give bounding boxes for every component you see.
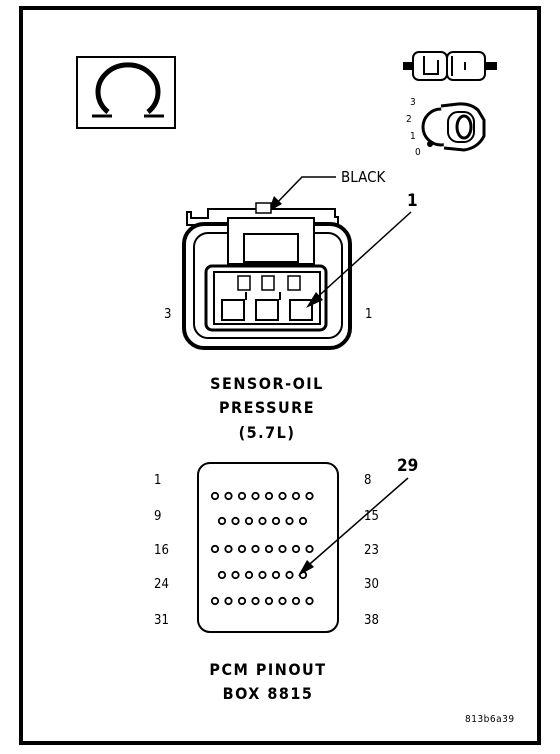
pcm-pin-15 xyxy=(298,516,308,526)
pcm-pin-3 xyxy=(237,491,247,501)
pcm-title: PCM PINOUT BOX 8815 xyxy=(209,660,326,703)
pcm-pin-rows xyxy=(210,491,314,606)
pcm-pin-8 xyxy=(305,491,314,501)
pcm-row-right-label: 23 xyxy=(364,543,379,558)
sensor-title: SENSOR-OIL PRESSURE (5.7L) xyxy=(210,374,324,442)
pcm-row-left-label: 16 xyxy=(154,543,169,558)
key-position-3: 3 xyxy=(410,97,416,108)
pcm-pin-20 xyxy=(264,544,274,554)
pcm-pin-2 xyxy=(224,491,233,501)
ignition-key-icon: 3 2 1 0 xyxy=(406,97,486,158)
pcm-title-line-1: PCM PINOUT xyxy=(209,660,326,679)
pcm-pin-22 xyxy=(291,544,301,554)
sensor-title-line-1: SENSOR-OIL xyxy=(210,374,324,393)
pcm-pin-32 xyxy=(224,596,233,606)
sensor-terminal-2 xyxy=(255,299,279,321)
pcm-pin-17 xyxy=(224,544,233,554)
pcm-left-labels: 1 9 16 24 31 xyxy=(154,473,169,628)
pcm-pin-29 xyxy=(285,570,294,580)
sensor-terminal-1 xyxy=(289,299,313,321)
pcm-row-left-label: 9 xyxy=(154,509,161,524)
pcm-title-line-2: BOX 8815 xyxy=(223,684,314,703)
pcm-right-labels: 8 15 23 30 38 xyxy=(364,473,379,628)
omega-symbol-box xyxy=(76,56,176,129)
sensor-terminal-3 xyxy=(221,299,245,321)
pcm-pin-34 xyxy=(251,596,260,606)
sensor-title-line-2: PRESSURE xyxy=(219,398,315,417)
pcm-pin-24 xyxy=(217,570,227,580)
pcm-pin-33 xyxy=(237,596,247,606)
pcm-pin-11 xyxy=(244,516,254,526)
pcm-row-right-label: 8 xyxy=(364,473,371,488)
pcm-pin-16 xyxy=(210,544,220,554)
arrowhead xyxy=(298,560,314,576)
pcm-pin-6 xyxy=(278,491,287,501)
pcm-pin-18 xyxy=(237,544,247,554)
pcm-pin-31 xyxy=(210,596,220,606)
arrowhead xyxy=(306,292,323,308)
key-position-2: 2 xyxy=(406,114,412,125)
sensor-title-line-3: (5.7L) xyxy=(239,423,296,442)
sensor-pin-left-label: 3 xyxy=(164,307,171,322)
pcm-pin-26 xyxy=(244,570,254,580)
pcm-row-right-label: 30 xyxy=(364,577,379,592)
pcm-pin-36 xyxy=(278,596,287,606)
pcm-pin-19 xyxy=(251,544,260,554)
figure-id: 813b6a39 xyxy=(465,714,515,725)
pcm-pin-21 xyxy=(278,544,287,554)
pcm-pin-37 xyxy=(291,596,301,606)
pcm-pin-1 xyxy=(210,491,220,501)
pcm-pin-12 xyxy=(258,516,267,526)
callout-29: 29 xyxy=(298,456,418,576)
pcm-pin-5 xyxy=(264,491,274,501)
pcm-row-left-label: 31 xyxy=(154,613,169,628)
key-position-1: 1 xyxy=(410,131,416,142)
sensor-pin-right-label: 1 xyxy=(365,307,372,322)
pcm-pin-25 xyxy=(231,570,240,580)
pcm-pinout-box: 1 9 16 24 31 8 15 23 30 38 xyxy=(154,462,379,633)
pcm-pin-10 xyxy=(231,516,240,526)
omega-symbol-icon xyxy=(95,62,161,114)
callout-1: 1 xyxy=(306,191,418,308)
pcm-pin-27 xyxy=(258,570,267,580)
pcm-pin-28 xyxy=(271,570,281,580)
pcm-pin-7 xyxy=(291,491,301,501)
pcm-pin-14 xyxy=(285,516,294,526)
connector-icon xyxy=(403,51,497,81)
pcm-row-left-label: 24 xyxy=(154,577,169,592)
pcm-row-left-label: 1 xyxy=(154,473,161,488)
callout-number-1: 1 xyxy=(407,191,418,211)
pcm-pin-9 xyxy=(217,516,227,526)
pcm-row-right-label: 15 xyxy=(364,509,379,524)
pcm-pin-4 xyxy=(251,491,260,501)
pcm-pin-35 xyxy=(264,596,274,606)
pcm-pin-23 xyxy=(305,544,314,554)
pcm-pin-13 xyxy=(271,516,281,526)
key-position-0: 0 xyxy=(415,147,421,158)
pcm-row-right-label: 38 xyxy=(364,613,379,628)
pcm-pin-38 xyxy=(305,596,314,606)
callout-number-29: 29 xyxy=(397,456,418,476)
wire-color-label: BLACK xyxy=(341,168,387,186)
oil-sensor-connector: 3 1 xyxy=(164,202,372,350)
